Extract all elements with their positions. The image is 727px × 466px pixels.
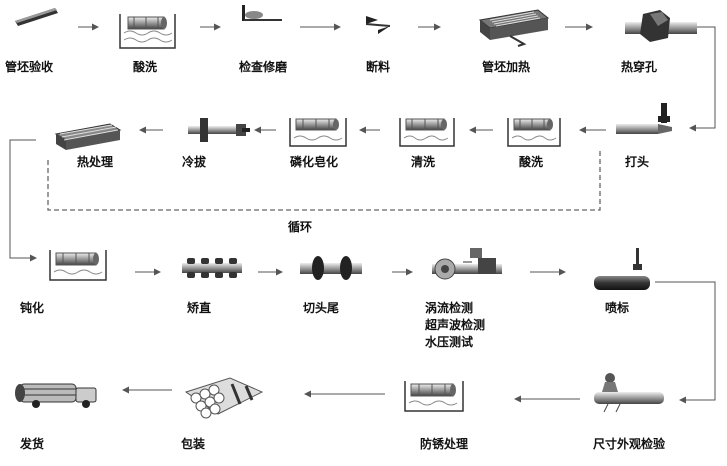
passivation-tank-icon [49,250,107,281]
heat-treatment-furnace-icon [54,123,122,150]
step-label-phosphating: 磷化皂化 [290,155,339,169]
loop-label: 循环 [288,220,313,234]
pointing-icon [616,103,672,134]
step-label-end-cutting: 切头尾 [303,301,340,315]
connector-row3-row4 [655,281,716,404]
step-label-delivery: 发货 [20,437,45,451]
marking-icon [594,248,650,290]
step-label-cleaning: 清洗 [411,155,436,169]
step-label-pickling-2: 酸洗 [519,155,544,169]
step-label-passivation: 钝化 [20,301,45,315]
heating-furnace-icon [478,9,550,47]
cutting-icon [365,16,391,34]
step-label-cutting: 断料 [366,60,391,74]
step-label-billet-inspection: 管坯验收 [5,60,54,74]
grinding-icon [242,5,282,21]
step-label-heat-treatment: 热处理 [77,155,114,169]
step-label-cold-drawing: 冷拔 [182,155,207,169]
step-label-pointing: 打头 [625,155,650,169]
step-label-pickling: 酸洗 [133,60,158,74]
row4-arrows [122,386,580,403]
piercing-icon [625,10,697,42]
step-label-billet-heating: 管坯加热 [482,60,531,74]
packing-bundle-icon [184,377,264,419]
truck-icon [15,383,97,408]
step-label-straightening: 矫直 [187,301,212,315]
billet-icon [15,8,58,26]
straightening-icon [182,258,242,278]
phosphating-tank-icon [289,118,347,147]
ndt-testing-icon [432,248,502,280]
pickling-tank-2-icon [507,118,561,147]
step-label-ultrasonic: 超声波检测 [425,318,486,332]
step-label-anti-rust: 防锈处理 [420,437,469,451]
end-cutting-icon [300,256,362,280]
cleaning-tank-icon [399,118,455,147]
inspection-icon [594,373,664,413]
acid-tank-icon [119,14,176,49]
step-label-packing: 包装 [181,437,206,451]
anti-rust-tank-icon [404,381,464,412]
step-label-dimension-inspection: 尺寸外观检验 [593,437,666,451]
step-label-marking: 喷标 [605,301,630,315]
step-label-hydrostatic: 水压测试 [425,335,474,349]
cold-drawing-icon [188,118,250,142]
step-label-eddy-current: 涡流检测 [425,301,474,315]
loop-dashed-line [47,148,601,211]
step-label-ndt: 涡流检测 超声波检测 水压测试 [425,300,485,351]
connector-row2-row3 [9,139,37,262]
step-label-inspection-grinding: 检查修磨 [239,60,288,74]
step-label-hot-piercing: 热穿孔 [621,60,658,74]
connector-row1-row2 [682,26,716,132]
